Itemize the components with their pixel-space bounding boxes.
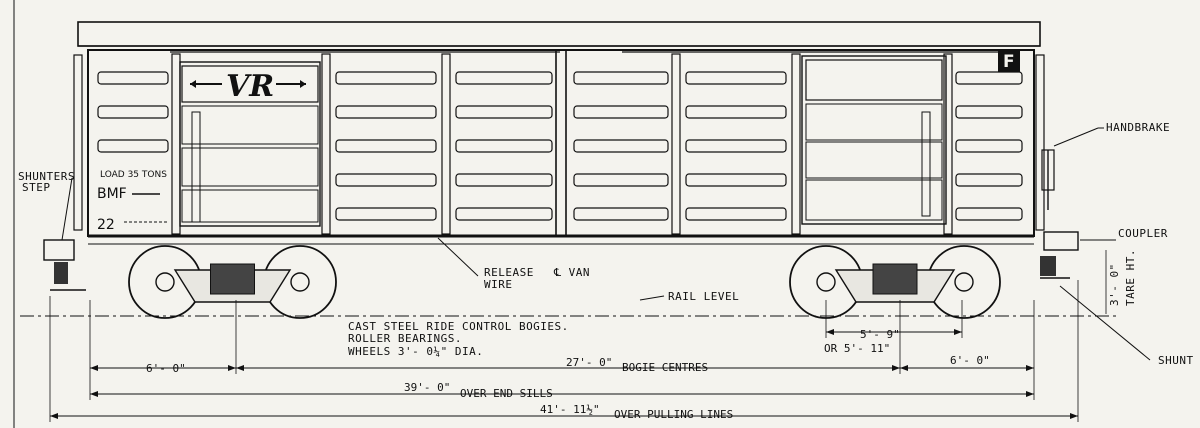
class-letter-text: F <box>1003 52 1015 72</box>
side-slat <box>573 139 669 153</box>
side-slat <box>955 139 1023 153</box>
side-slat <box>335 105 437 119</box>
coupler-right <box>1040 231 1079 279</box>
side-slat <box>335 207 437 221</box>
wheel-hub <box>954 272 974 292</box>
vr-logo: VR <box>190 69 306 104</box>
bogie-spring-pack <box>210 263 255 295</box>
code-marking: BMF <box>97 186 127 202</box>
release-wire-label-2: WIRE <box>484 278 513 291</box>
side-slat <box>955 173 1023 187</box>
wheel-hub <box>290 272 310 292</box>
side-slat <box>97 71 169 85</box>
side-slat <box>455 207 553 221</box>
side-slat <box>573 207 669 221</box>
car-markings: LOAD 35 TONS BMF 22 <box>97 170 168 233</box>
note-bearings: ROLLER BEARINGS. <box>348 332 462 345</box>
dim-over-end-sills-value: 39'- 0" <box>404 381 450 394</box>
dimension-lines <box>49 250 1107 422</box>
side-slat <box>685 71 787 85</box>
side-slat <box>685 105 787 119</box>
dim-bogie-centres-label: BOGIE CENTRES <box>622 361 708 374</box>
side-slat <box>573 71 669 85</box>
tare-height-value: 3'- 0" <box>1108 263 1121 306</box>
dim-over-pulling-lines-label: OVER PULLING LINES <box>614 408 733 421</box>
side-slat <box>573 173 669 187</box>
note-bogies: CAST STEEL RIDE CONTROL BOGIES. <box>348 320 569 333</box>
wheel-hub <box>155 272 175 292</box>
side-slat <box>335 139 437 153</box>
handbrake <box>1041 149 1055 210</box>
dim-over-end-sills-label: OVER END SILLS <box>460 387 553 400</box>
side-slat <box>573 105 669 119</box>
side-slat <box>335 173 437 187</box>
side-slat <box>455 173 553 187</box>
side-slat <box>685 207 787 221</box>
release-wire-label-1: RELEASE <box>484 266 534 279</box>
side-slat <box>335 71 437 85</box>
shunters-step-label-right: SHUNT <box>1158 354 1194 367</box>
coupler-left <box>43 239 86 291</box>
shunters-step-label-left-2: STEP <box>22 181 51 194</box>
bogie-spring-pack <box>872 263 918 295</box>
shunters-step-label-left: SHUNTERS <box>18 170 75 183</box>
dim-wheelbase-alt: OR 5'- 11" <box>824 342 890 355</box>
side-slat <box>455 139 553 153</box>
side-slat <box>97 139 169 153</box>
side-slat <box>955 105 1023 119</box>
tare-height-label: TARE HT. <box>1124 249 1137 306</box>
roof <box>77 21 1041 47</box>
rail-level-label: RAIL LEVEL <box>668 290 739 303</box>
dim-end-overhang-right: 6'- 0" <box>950 354 990 367</box>
side-slat <box>455 105 553 119</box>
note-wheels: WHEELS 3'- 0¼" DIA. <box>348 345 483 358</box>
dim-over-pulling-lines-value: 41'- 11½" <box>540 403 600 416</box>
door-left <box>179 61 321 227</box>
side-slat <box>685 173 787 187</box>
side-slat <box>955 207 1023 221</box>
side-slat <box>455 71 553 85</box>
load-marking: LOAD 35 TONS <box>100 170 167 180</box>
dim-end-overhang-left: 6'- 0" <box>146 362 186 375</box>
wheel-hub <box>816 272 836 292</box>
vr-logo-text: VR <box>226 69 274 104</box>
class-letter-plate: F <box>998 50 1020 72</box>
coupler-label: COUPLER <box>1118 227 1168 240</box>
side-slat <box>97 105 169 119</box>
bogies <box>128 245 1001 319</box>
leader-lines <box>61 127 1151 361</box>
body-posts <box>171 49 953 237</box>
number-marking: 22 <box>97 217 115 233</box>
dim-bogie-centres-value: 27'- 0" <box>566 356 612 369</box>
side-slats <box>97 71 1023 221</box>
dim-wheelbase-value: 5'- 9" <box>860 328 900 341</box>
car-body <box>73 49 1045 238</box>
centre-van-label: ℄ VAN <box>553 266 590 279</box>
side-slat <box>955 71 1023 85</box>
handbrake-label: HANDBRAKE <box>1106 121 1170 134</box>
side-slat <box>685 139 787 153</box>
door-right <box>801 55 947 225</box>
